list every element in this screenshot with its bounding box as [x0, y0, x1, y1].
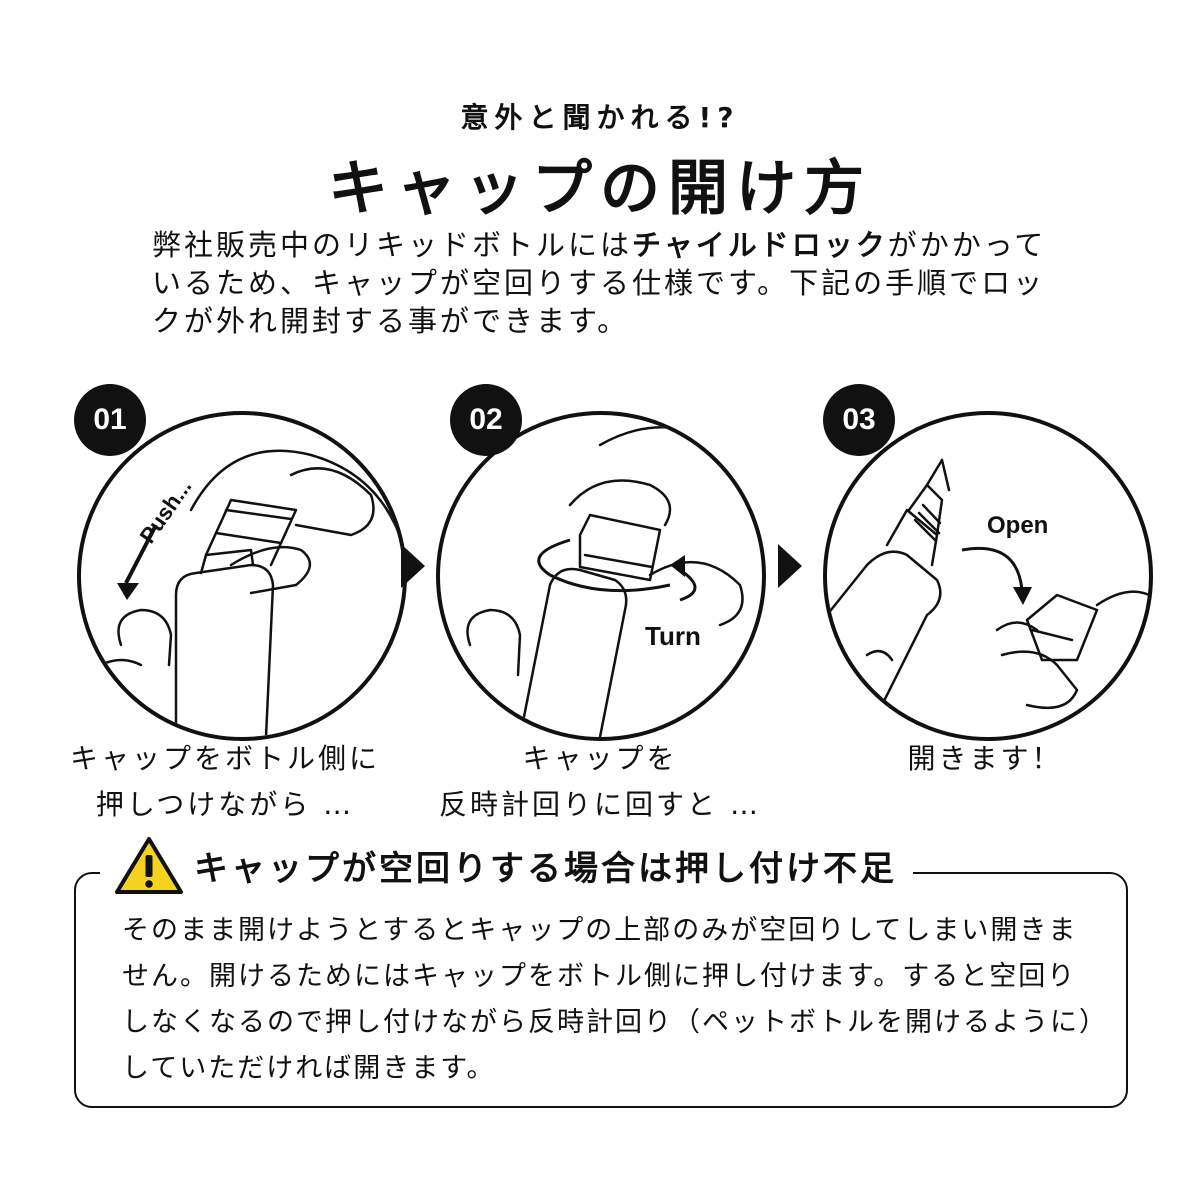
page-title: キャップの開け方: [328, 154, 872, 224]
page-subtitle: 意外と聞かれる!?: [460, 101, 740, 134]
step-1-caption-line1: キャップをボトル側に: [69, 742, 380, 775]
step-3-badge: 03: [823, 384, 895, 456]
step-3-label: Open: [987, 512, 1048, 539]
note-header: キャップが空回りする場合は押し付け不足: [100, 830, 913, 900]
intro-text-before: 弊社販売中のリキッドボトルには: [152, 228, 633, 262]
note-line: しなくなるので押し付けながら反時計回り（ペットボトルを開けるように）: [122, 1007, 1108, 1038]
note-title: キャップが空回りする場合は押し付け不足: [194, 848, 897, 889]
step-2-label: Turn: [645, 621, 701, 651]
step-1-caption: キャップをボトル側に 押しつけながら …: [60, 736, 390, 828]
play-arrow-icon: [778, 544, 802, 588]
note-line: そのまま開けようとするとキャップの上部のみが空回りしてしまい開きま: [122, 915, 1078, 946]
push-arrow-line: [124, 524, 158, 584]
intro-emphasis: チャイルドロック: [632, 228, 888, 262]
step-2-caption-line1: キャップを: [522, 742, 678, 775]
open-arrow-head: [1013, 587, 1032, 605]
note-line: していただければ開きます。: [122, 1053, 496, 1084]
intro-paragraph: 弊社販売中のリキッドボトルにはチャイルドロックがかかっているため、キャップが空回…: [152, 226, 1062, 340]
intro-text-after: がかかっているため、キャップが空回りする仕様です。下記の手順でロックが外れ開封す…: [152, 228, 1047, 338]
step-2-caption: キャップを 反時計回りに回すと …: [430, 736, 770, 828]
step-1-badge: 01: [74, 384, 146, 456]
note-body: そのまま開けようとするとキャップの上部のみが空回りしてしまい開きま せん。開ける…: [122, 908, 1108, 1092]
step-1-illustration: Push...: [77, 411, 407, 741]
step-2-illustration: Turn: [436, 411, 766, 741]
turn-arrow-line: [537, 538, 671, 593]
step-3-caption-line1: 開きます！: [907, 742, 1063, 775]
step-1-label: Push...: [135, 474, 197, 547]
push-arrow-head: [117, 583, 139, 600]
turn-arrow-head: [670, 555, 685, 577]
step-2-badge: 02: [450, 384, 522, 456]
step-3-caption: 開きます！: [815, 736, 1155, 782]
step-3-illustration: Open: [823, 411, 1153, 741]
step-1-caption-line2: 押しつけながら …: [95, 788, 355, 821]
warning-triangle-icon: [115, 837, 183, 894]
note-line: せん。開けるためにはキャップをボトル側に押し付けます。すると空回り: [122, 961, 1077, 992]
open-arrow-line: [961, 546, 1024, 591]
step-2-caption-line2: 反時計回りに回すと …: [439, 788, 761, 821]
play-arrow-icon: [401, 544, 425, 588]
